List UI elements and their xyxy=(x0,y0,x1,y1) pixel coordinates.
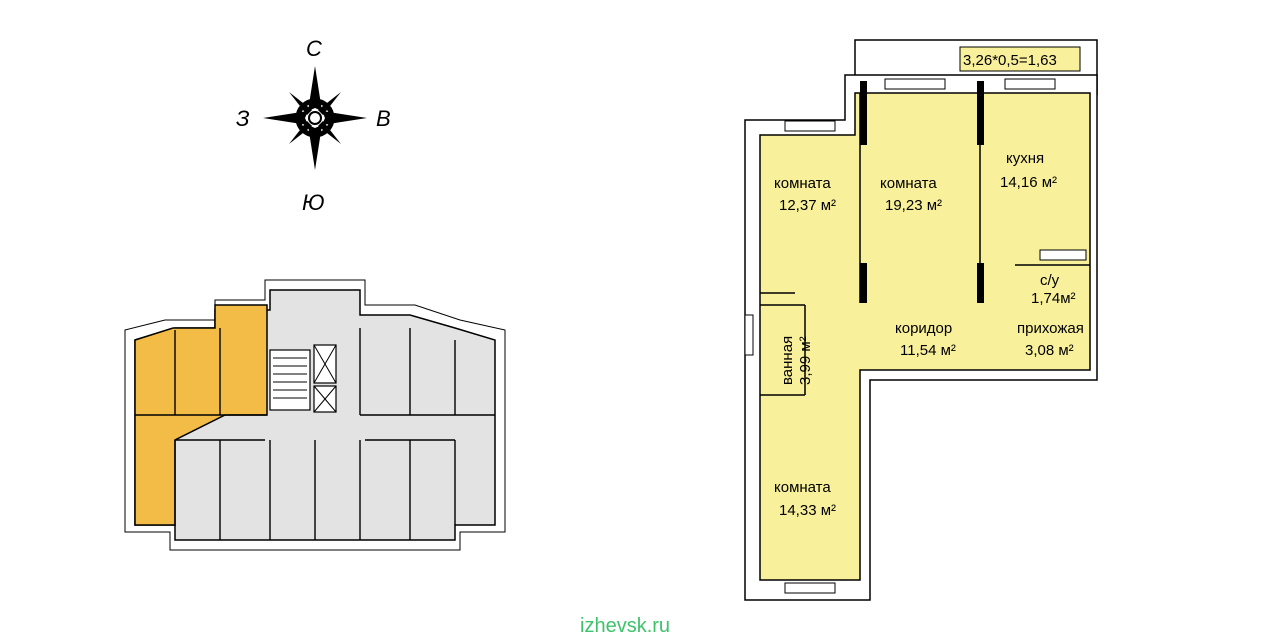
room-1-name: комната xyxy=(774,175,831,192)
compass-south-label: Ю xyxy=(302,190,325,215)
hallway-area: 3,08 м² xyxy=(1025,342,1074,359)
compass-east-label: В xyxy=(376,106,391,131)
watermark[interactable]: izhevsk.ru xyxy=(580,615,671,637)
room-3-area: 14,33 м² xyxy=(779,502,836,519)
bathroom-name: ванная xyxy=(779,336,796,385)
room-2-name: комната xyxy=(880,175,937,192)
corridor-name: коридор xyxy=(895,320,952,337)
kitchen-area: 14,16 м² xyxy=(1000,174,1057,191)
wc-area: 1,74м² xyxy=(1031,290,1076,307)
compass-rose: С З В Ю xyxy=(220,30,420,230)
apartment-plan-drawing: 3,26*0,5=1,63 комната 12,37 м² комната 1… xyxy=(744,39,1098,601)
balcony-formula: 3,26*0,5=1,63 xyxy=(963,52,1057,69)
apartment-fill xyxy=(759,92,1091,581)
building-floor-plan xyxy=(115,270,525,560)
floor-plan-drawing xyxy=(124,279,506,551)
room-3-name: комната xyxy=(774,479,831,496)
hallway-name: прихожая xyxy=(1017,320,1084,337)
compass-west-label: З xyxy=(236,106,250,131)
apartment-plan: 3,26*0,5=1,63 комната 12,37 м² комната 1… xyxy=(735,35,1105,615)
kitchen-name: кухня xyxy=(1006,150,1044,167)
compass-star-icon xyxy=(263,66,367,170)
compass-north-label: С xyxy=(306,36,322,61)
room-1-area: 12,37 м² xyxy=(779,197,836,214)
wc-name: с/у xyxy=(1040,272,1060,289)
bathroom-area: 3,99 м² xyxy=(797,336,814,385)
corridor-area: 11,54 м² xyxy=(900,342,956,359)
balcony-formula-box xyxy=(959,46,1081,72)
room-2-area: 19,23 м² xyxy=(885,197,942,214)
